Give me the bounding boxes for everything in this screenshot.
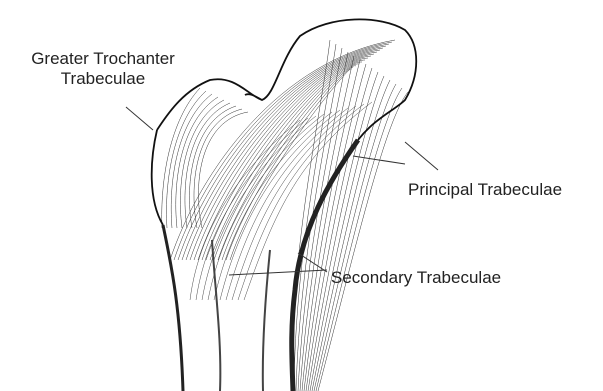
label-secondary-trabeculae: Secondary Trabeculae <box>331 268 501 288</box>
pointer-principal-2 <box>405 142 438 170</box>
trabecula-line <box>170 40 395 260</box>
trabecula-line <box>171 94 212 228</box>
trabecula-line <box>194 109 242 228</box>
trabecula-line <box>222 66 356 260</box>
trabecular-line-texture <box>162 40 408 391</box>
trabecula-line <box>312 80 390 391</box>
trabecula-line <box>176 97 218 228</box>
label-gt-line2: Trabeculae <box>8 69 198 89</box>
trabecula-line <box>218 64 359 260</box>
label-gt-line1: Greater Trochanter <box>8 49 198 69</box>
trabecula-line <box>316 88 402 391</box>
trabecula-line <box>190 120 300 300</box>
trabecula-line <box>226 108 348 300</box>
label-principal-trabeculae: Principal Trabeculae <box>408 180 562 200</box>
pointer-secondary-1 <box>229 270 327 275</box>
trabecula-line <box>292 40 330 391</box>
pointer-greater-trochanter <box>126 107 153 130</box>
trabecula-line <box>300 56 354 391</box>
trabecula-line <box>226 68 353 260</box>
label-greater-trochanter-trabeculae: Greater Trochanter Trabeculae <box>8 49 198 89</box>
trabecula-line <box>166 91 206 228</box>
trabecula-line <box>180 100 224 228</box>
trabecula-line <box>178 44 389 260</box>
inner-cortex <box>212 240 220 391</box>
left-cortex <box>163 225 183 391</box>
inner-cortex-2 <box>263 250 270 391</box>
